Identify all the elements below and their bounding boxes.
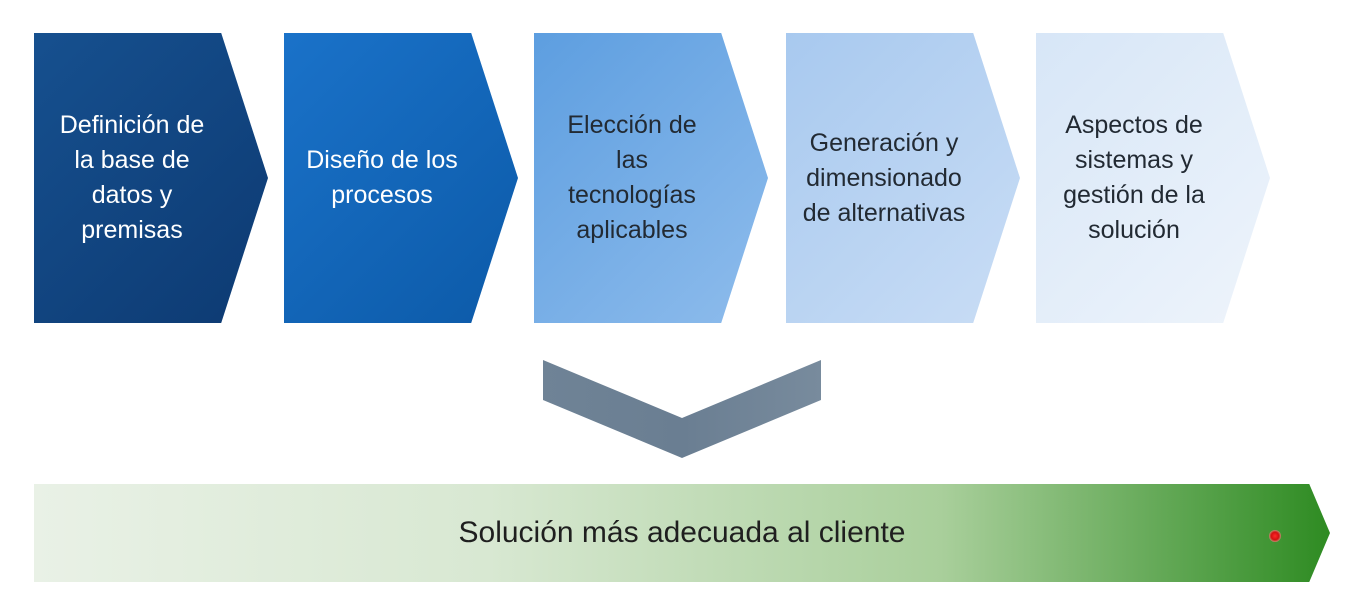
- process-step-3: Elección de las tecnologías aplicables: [534, 33, 768, 323]
- process-step-5: Aspectos de sistemas y gestión de la sol…: [1036, 33, 1270, 323]
- process-step-1: Definición de la base de datos y premisa…: [34, 33, 268, 323]
- process-step-4-label: Generación y dimensionado de alternativa…: [802, 128, 966, 227]
- process-step-5-label: Aspectos de sistemas y gestión de la sol…: [1063, 111, 1205, 244]
- process-step-1-label: Definición de la base de datos y premisa…: [59, 111, 205, 244]
- process-step-2-label: Diseño de los procesos: [306, 146, 458, 209]
- process-step-2: Diseño de los procesos: [284, 33, 518, 323]
- process-step-3-label: Elección de las tecnologías aplicables: [567, 111, 697, 244]
- chevron-down-icon: [543, 360, 821, 458]
- laser-pointer-dot: [1269, 530, 1281, 542]
- result-arrow: Solución más adecuada al cliente: [34, 484, 1330, 582]
- process-step-4: Generación y dimensionado de alternativa…: [786, 33, 1020, 323]
- result-label: Solución más adecuada al cliente: [458, 516, 906, 549]
